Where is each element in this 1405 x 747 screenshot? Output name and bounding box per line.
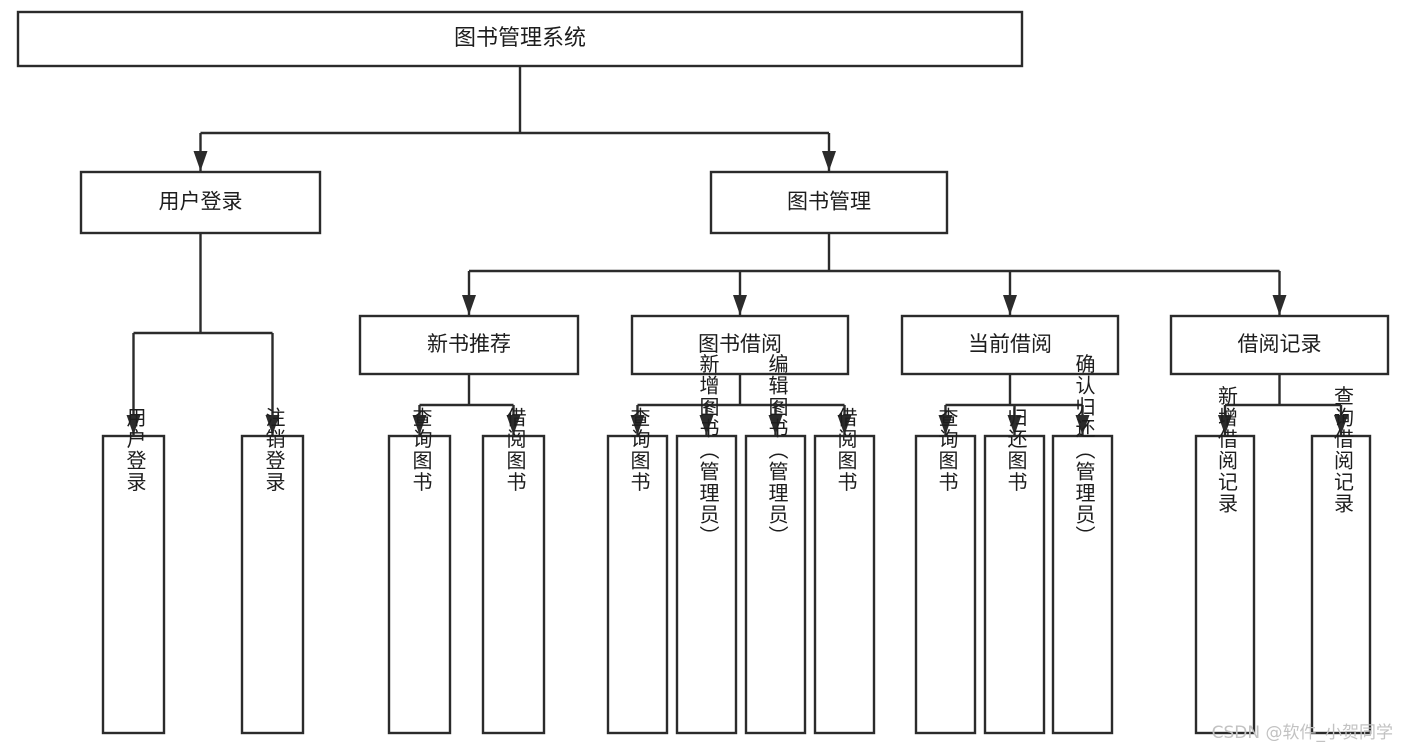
arrow-head-icon bbox=[768, 415, 783, 435]
leaf-node[interactable]: 新增借阅记录 bbox=[1194, 385, 1256, 735]
leaf-node[interactable]: 查询图书 bbox=[606, 407, 669, 735]
arrow-head-icon bbox=[699, 415, 714, 435]
branch-node-label: 图书管理 bbox=[787, 190, 871, 214]
leaf-node-label: 查询图书 bbox=[409, 407, 433, 493]
branch-node-label: 用户登录 bbox=[159, 190, 243, 214]
arrow-head-icon bbox=[822, 151, 836, 171]
root-node-label: 图书管理系统 bbox=[454, 26, 586, 51]
arrow-head-icon bbox=[630, 415, 645, 435]
leaf-node-label: 注销登录 bbox=[262, 407, 286, 493]
leaf-box[interactable] bbox=[813, 434, 876, 735]
leaf-box[interactable] bbox=[606, 434, 669, 735]
branch-node-label: 图书借阅 bbox=[698, 332, 782, 356]
branch-node-label: 借阅记录 bbox=[1238, 332, 1322, 356]
leaf-box[interactable] bbox=[1051, 434, 1114, 735]
leaf-node[interactable]: 新增图书（管理员） bbox=[675, 353, 738, 735]
arrow-head-icon bbox=[837, 415, 852, 435]
leaf-node[interactable]: 查询图书 bbox=[387, 407, 452, 735]
leaf-node[interactable]: 确认归还（管理员） bbox=[1051, 353, 1114, 735]
branch-node[interactable]: 新书推荐 bbox=[358, 314, 580, 376]
branch-box[interactable] bbox=[358, 314, 580, 376]
leaf-box[interactable] bbox=[914, 434, 977, 735]
branch-node[interactable]: 借阅记录 bbox=[1169, 314, 1390, 376]
leaf-node-label: 查询图书 bbox=[935, 407, 959, 493]
arrow-head-icon bbox=[1334, 415, 1348, 435]
leaf-node-label: 用户登录 bbox=[123, 407, 147, 493]
branch-node[interactable]: 用户登录 bbox=[79, 170, 322, 235]
arrow-head-icon bbox=[506, 415, 521, 435]
arrow-head-icon bbox=[1007, 415, 1022, 435]
leaf-box[interactable] bbox=[240, 434, 305, 735]
arrow-head-icon bbox=[265, 415, 280, 435]
arrow-head-icon bbox=[1075, 415, 1090, 435]
leaf-node[interactable]: 查询借阅记录 bbox=[1310, 385, 1372, 735]
branch-node-label: 新书推荐 bbox=[427, 332, 511, 356]
branch-box[interactable] bbox=[709, 170, 949, 235]
leaf-node-label: 归还图书 bbox=[1004, 407, 1028, 493]
leaf-node-label: 编辑图书（管理员） bbox=[765, 353, 789, 547]
arrow-head-icon bbox=[412, 415, 427, 435]
branch-box[interactable] bbox=[900, 314, 1120, 376]
leaf-node-label: 查询图书 bbox=[627, 407, 651, 493]
leaf-box[interactable] bbox=[1194, 434, 1256, 735]
leaf-box[interactable] bbox=[983, 434, 1046, 735]
watermark-label: CSDN @软件_小贺同学 bbox=[1211, 723, 1393, 743]
leaf-node[interactable]: 查询图书 bbox=[914, 407, 977, 735]
connector-layer bbox=[126, 66, 1348, 435]
branch-node[interactable]: 当前借阅 bbox=[900, 314, 1120, 376]
arrow-head-icon bbox=[733, 295, 747, 315]
arrow-head-icon bbox=[462, 295, 476, 315]
leaf-node-label: 借阅图书 bbox=[834, 407, 858, 493]
leaf-node[interactable]: 借阅图书 bbox=[813, 407, 876, 735]
node-layer: 图书管理系统用户登录图书管理新书推荐图书借阅当前借阅借阅记录用户登录注销登录查询… bbox=[16, 10, 1390, 735]
leaf-node[interactable]: 用户登录 bbox=[101, 407, 166, 735]
arrow-head-icon bbox=[1003, 295, 1017, 315]
branch-box[interactable] bbox=[630, 314, 850, 376]
arrow-head-icon bbox=[1272, 295, 1287, 315]
root-box[interactable] bbox=[16, 10, 1024, 68]
leaf-box[interactable] bbox=[675, 434, 738, 735]
leaf-box[interactable] bbox=[387, 434, 452, 735]
leaf-node[interactable]: 借阅图书 bbox=[481, 407, 546, 735]
leaf-box[interactable] bbox=[744, 434, 807, 735]
branch-node[interactable]: 图书管理 bbox=[709, 170, 949, 235]
branch-node-label: 当前借阅 bbox=[968, 332, 1052, 356]
leaf-box[interactable] bbox=[481, 434, 546, 735]
arrow-head-icon bbox=[193, 151, 208, 171]
branch-box[interactable] bbox=[79, 170, 322, 235]
leaf-node-label: 查询借阅记录 bbox=[1331, 385, 1355, 514]
leaf-node[interactable]: 编辑图书（管理员） bbox=[744, 353, 807, 735]
leaf-node-label: 确认归还（管理员） bbox=[1072, 353, 1096, 547]
leaf-box[interactable] bbox=[1310, 434, 1372, 735]
arrow-head-icon bbox=[1218, 415, 1232, 435]
leaf-node-label: 新增借阅记录 bbox=[1215, 385, 1239, 514]
branch-node[interactable]: 图书借阅 bbox=[630, 314, 850, 376]
arrow-head-icon bbox=[938, 415, 953, 435]
arrow-head-icon bbox=[126, 415, 141, 435]
leaf-node[interactable]: 注销登录 bbox=[240, 407, 305, 735]
leaf-node[interactable]: 归还图书 bbox=[983, 407, 1046, 735]
leaf-node-label: 新增图书（管理员） bbox=[696, 353, 720, 547]
leaf-node-label: 借阅图书 bbox=[503, 407, 527, 493]
root-node[interactable]: 图书管理系统 bbox=[16, 10, 1024, 68]
leaf-box[interactable] bbox=[101, 434, 166, 735]
branch-box[interactable] bbox=[1169, 314, 1390, 376]
